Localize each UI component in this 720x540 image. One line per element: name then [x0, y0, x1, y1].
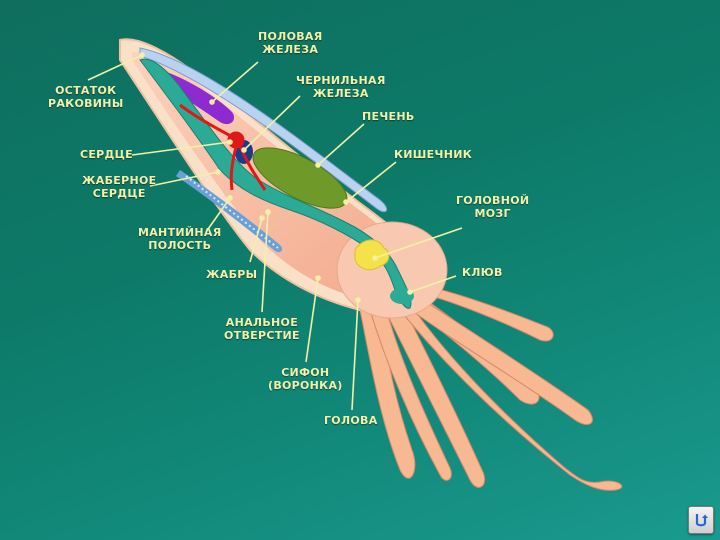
- label-ink-gland: Чернильная железа: [296, 74, 386, 100]
- label-liver: Печень: [362, 110, 415, 123]
- label-gill-heart: Жаберное сердце: [82, 174, 157, 200]
- return-button[interactable]: [688, 506, 714, 534]
- label-anus: Анальное отверстие: [224, 316, 300, 342]
- digestive-tract: [139, 58, 412, 309]
- label-heart: Сердце: [80, 148, 133, 161]
- leader-lines: [87, 52, 463, 411]
- gills-shape: [176, 170, 283, 253]
- label-siphon: Сифон (воронка): [268, 366, 343, 392]
- label-gills: Жабры: [206, 268, 258, 281]
- label-head: Голова: [324, 414, 378, 427]
- label-shell-remnant: Остаток раковины: [48, 84, 124, 110]
- label-beak: Клюв: [462, 266, 503, 279]
- brain-shape: [354, 239, 390, 271]
- return-arrow-icon: [695, 514, 708, 527]
- label-gonad: Половая железа: [258, 30, 323, 56]
- label-mantle-cavity: Мантийная полость: [138, 226, 222, 252]
- label-brain: Головной мозг: [456, 194, 530, 220]
- label-intestine: Кишечник: [394, 148, 472, 161]
